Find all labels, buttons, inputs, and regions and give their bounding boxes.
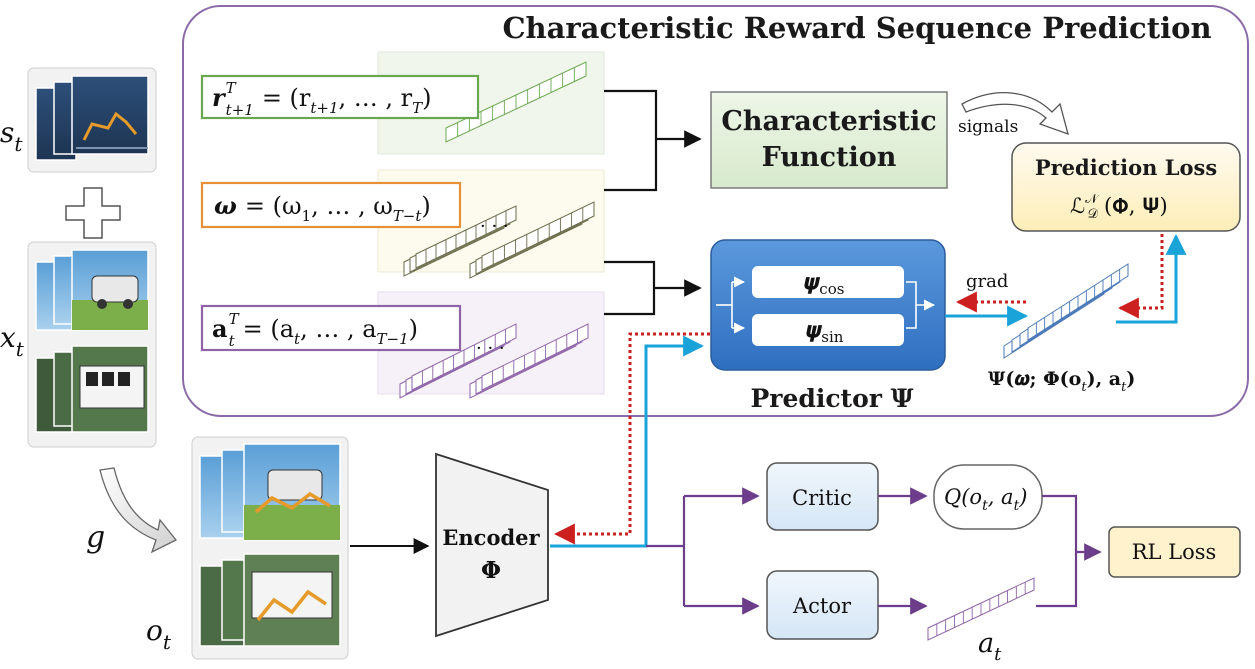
omega-strip — [415, 205, 517, 269]
state-label: st — [0, 116, 23, 156]
encoder-to-rl-lines — [646, 487, 760, 615]
to-rl-loss-lines — [1036, 494, 1102, 608]
reward-sequence-bar — [445, 61, 587, 143]
encoder-label: Encoder — [442, 525, 540, 550]
augmentation-label: g — [86, 520, 105, 555]
state-frames — [27, 67, 157, 173]
action-ellipsis: · · · — [476, 338, 505, 359]
psi-output-strip — [1027, 263, 1129, 341]
action-output-bar — [927, 577, 1035, 641]
action-formula-box — [200, 304, 462, 352]
omega-sequence-bars: · · · — [403, 201, 595, 279]
predictor-grad-to-encoder — [553, 332, 710, 545]
connector-to-charfunc — [604, 89, 702, 192]
grad-label: grad — [966, 271, 1008, 292]
omega-formula-box — [200, 181, 462, 229]
signals-arrow — [961, 92, 1069, 136]
omega-ellipsis: · · · — [480, 216, 509, 237]
reward-strip — [445, 61, 587, 143]
characteristic-function-line1: Characteristic — [721, 106, 936, 137]
predictor-internal-lines — [716, 276, 936, 334]
action-output-label: at — [978, 628, 1002, 665]
omega-formula: ω= (ω1, … , ωT−t) — [214, 191, 431, 225]
observation-frames — [27, 241, 157, 448]
psi-cos-label: 𝝍cos — [804, 269, 844, 298]
connector-to-predictor — [604, 260, 702, 316]
psi-cos-box — [752, 266, 904, 298]
signals-label: signals — [958, 117, 1018, 137]
loss-grad-to-output — [1117, 234, 1164, 319]
observation-label: xt — [0, 321, 25, 361]
region-title: Characteristic Reward Sequence Predictio… — [502, 11, 1211, 45]
augmented-label: ot — [146, 614, 172, 654]
prediction-loss-title: Prediction Loss — [1035, 155, 1217, 180]
psi-sin-label: 𝝍sin — [806, 317, 844, 346]
action-strip — [411, 323, 517, 391]
encoder-symbol: 𝚽 — [481, 557, 501, 584]
q-value-label: Q(ot, at) — [944, 485, 1027, 514]
action-output-strip — [927, 577, 1035, 641]
omega-strip — [481, 201, 595, 271]
psi-sin-box — [752, 314, 904, 346]
output-to-loss-flow — [1116, 233, 1187, 324]
actor-label: Actor — [792, 594, 852, 618]
rl-loss-label: RL Loss — [1132, 540, 1217, 564]
predictor-box — [710, 239, 946, 371]
characteristic-function-box — [710, 91, 948, 189]
encoder-to-predictor-flow — [550, 335, 705, 548]
encoder-trapezoid — [435, 452, 549, 638]
prediction-loss-box — [1011, 142, 1241, 232]
augmentation-arrow — [99, 467, 178, 554]
rl-loss-box — [1108, 526, 1241, 578]
predictor-output-label: 𝚿(𝝎; 𝚽(ot), 𝐚t) — [988, 368, 1135, 395]
characteristic-function-line2: Function — [762, 142, 897, 173]
critic-label: Critic — [792, 486, 852, 510]
reward-formula-box — [200, 74, 480, 120]
plus-icon — [65, 187, 121, 239]
action-strip — [481, 323, 589, 391]
augmented-frames — [191, 436, 349, 660]
predictor-label: Predictor 𝚿 — [750, 384, 913, 413]
action-sequence-bars: · · · — [399, 323, 589, 399]
predictor-output-bars — [1003, 263, 1129, 359]
